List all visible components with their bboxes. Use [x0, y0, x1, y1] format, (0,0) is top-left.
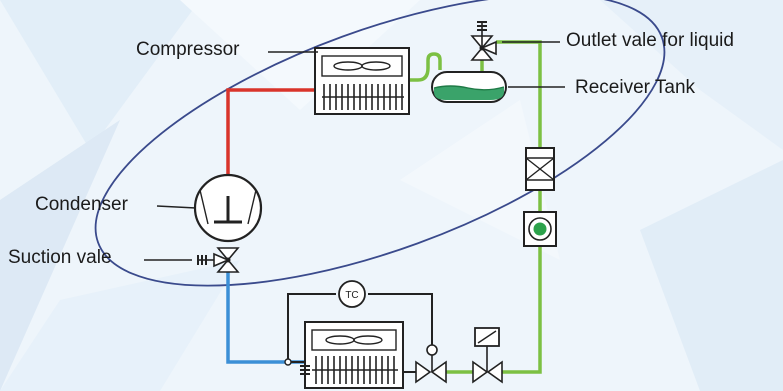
tc-label: TC — [345, 290, 358, 301]
leader-lines — [144, 41, 565, 261]
evaporator-unit — [300, 321, 404, 389]
sight-glass-icon — [523, 211, 557, 247]
suction-line — [226, 272, 305, 364]
outlet-valve-icon — [470, 21, 497, 61]
receiver-tank — [431, 71, 507, 103]
grouping-ellipse — [94, 0, 666, 287]
suction-vale-label: Suction vale — [8, 247, 112, 268]
thermostat-controller: TC — [338, 280, 366, 308]
expansion-valve-icon — [415, 344, 447, 384]
solenoid-valve-icon — [472, 327, 503, 384]
pipe-junction — [284, 358, 292, 366]
condenser-label: Condenser — [35, 194, 128, 215]
condenser-icon — [193, 173, 263, 243]
suction-valve-icon — [197, 247, 240, 273]
hot-gas-line — [226, 88, 315, 180]
compressor-unit — [314, 47, 410, 115]
compressor-label: Compressor — [136, 39, 240, 60]
filter-drier-icon — [525, 147, 555, 191]
receiver-tank-label: Receiver Tank — [575, 77, 696, 98]
outlet-vale-label: Outlet vale for liquid — [566, 30, 734, 51]
control-loop — [287, 293, 433, 373]
